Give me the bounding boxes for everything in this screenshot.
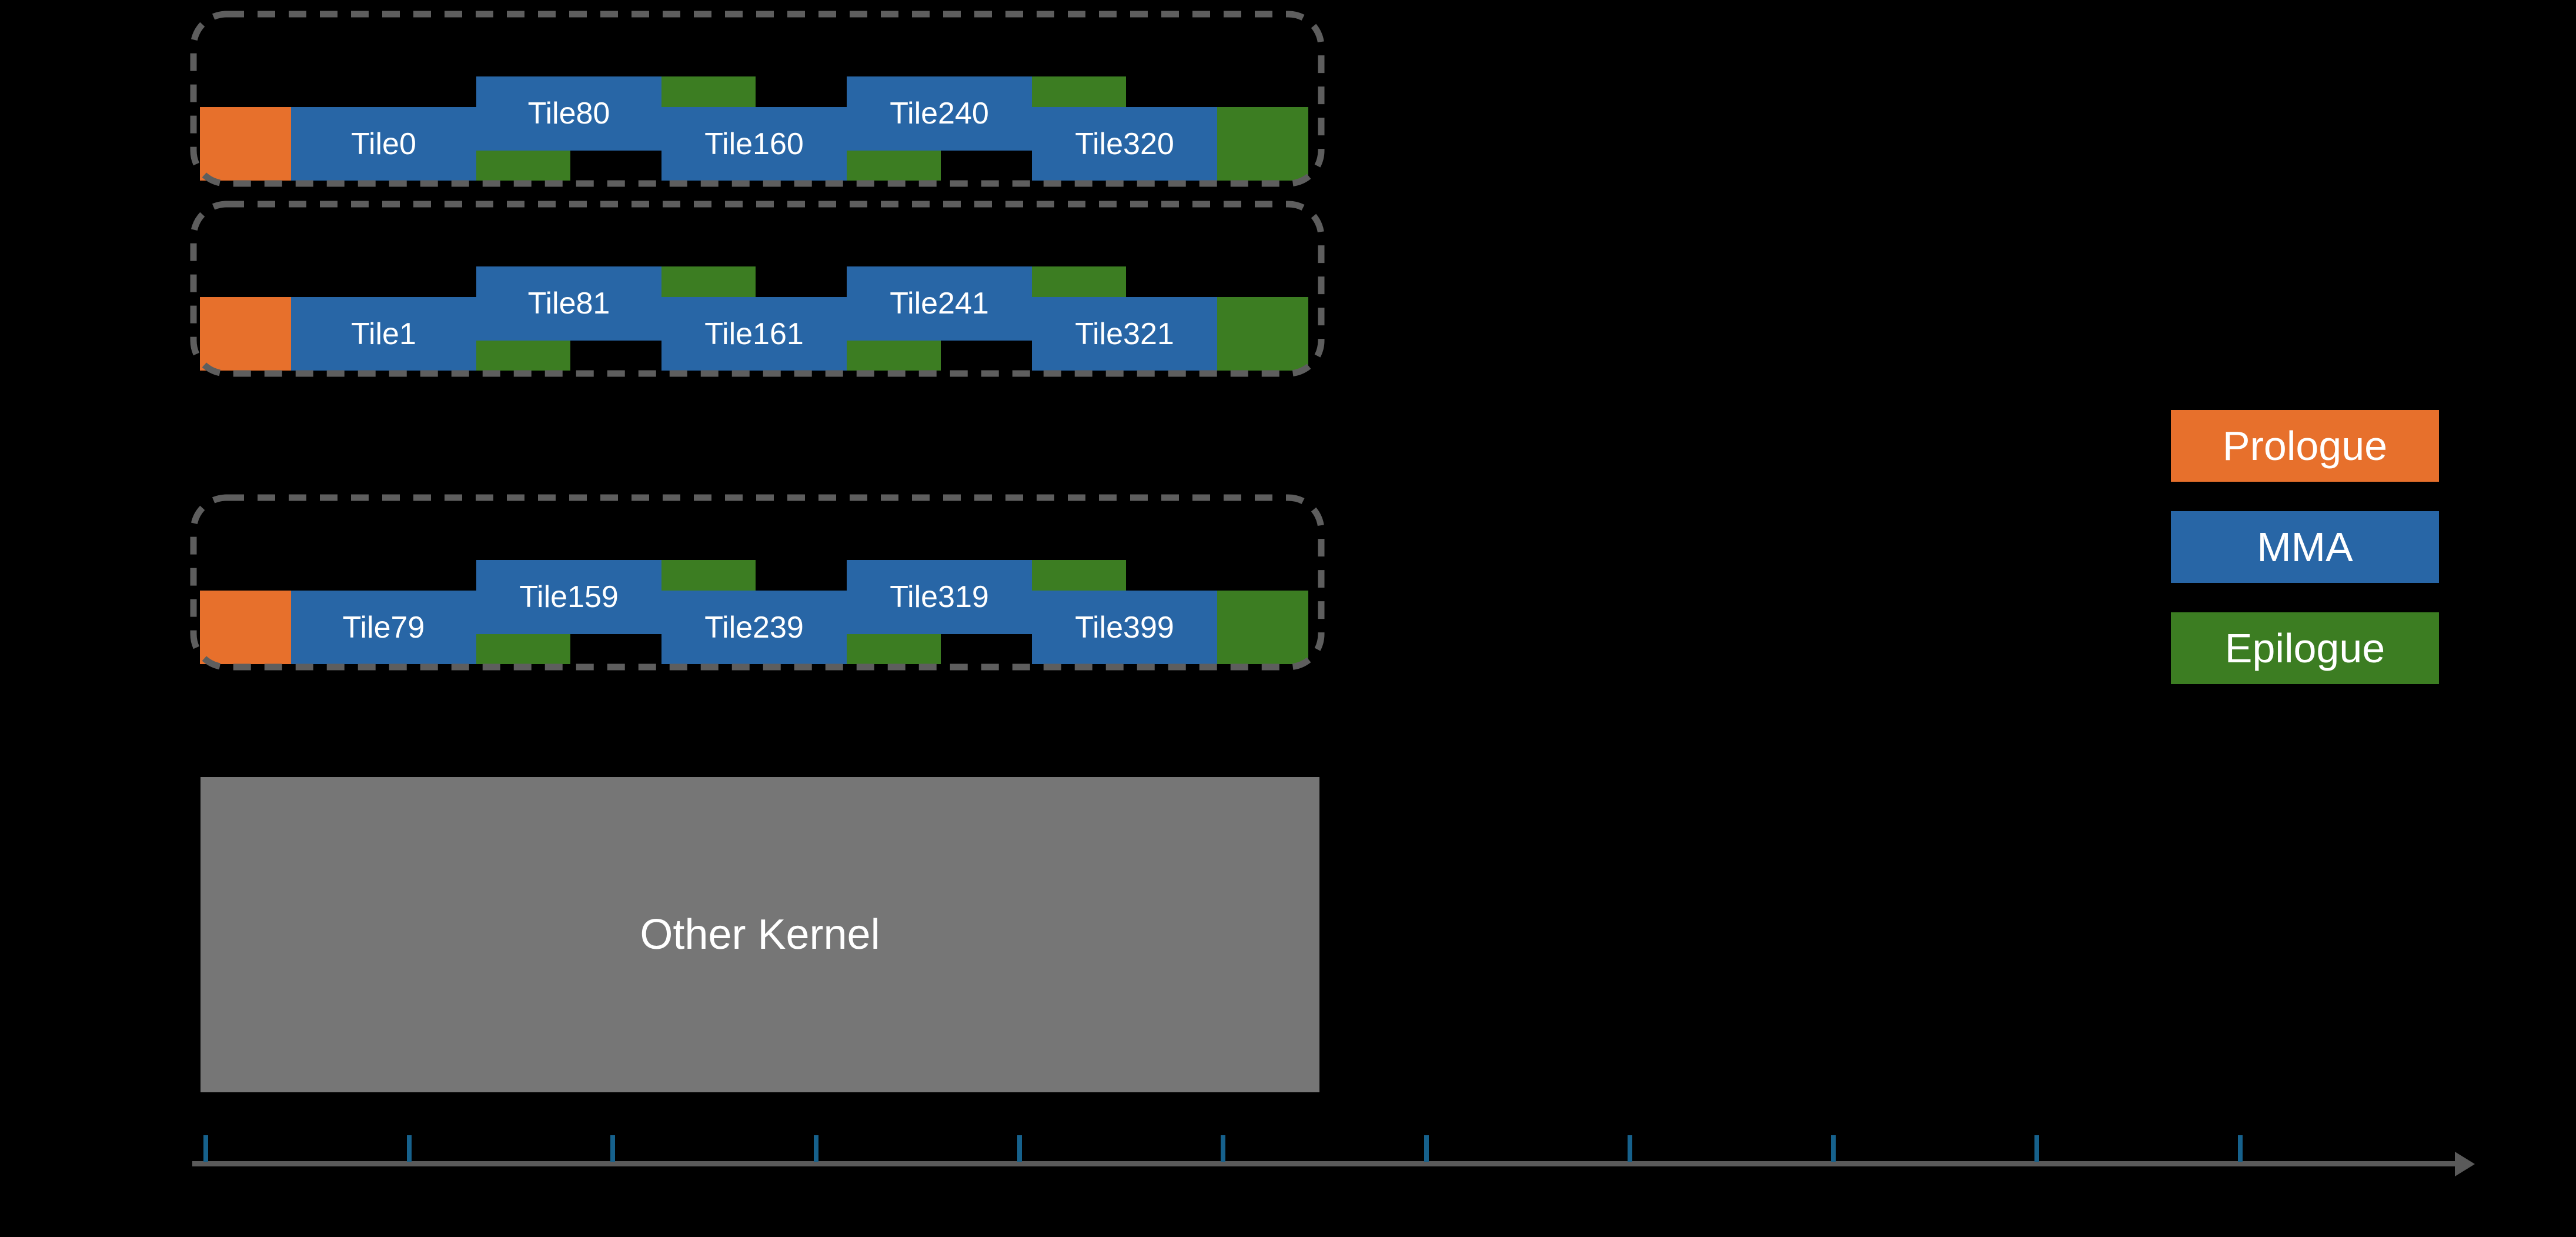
- mma-tile: Tile159: [476, 560, 661, 634]
- tile-label: Tile160: [704, 126, 804, 161]
- time-axis-tick: [1424, 1135, 1429, 1162]
- mma-tile: Tile80: [476, 76, 661, 151]
- time-axis-tick: [1628, 1135, 1632, 1162]
- prologue-block: [200, 297, 291, 371]
- wave-row-3: Tile79 Tile159 Tile239 Tile319 Tile399: [190, 494, 1325, 671]
- epilogue-block: [476, 151, 570, 181]
- tile-label: Tile1: [351, 316, 416, 351]
- tile-label: Tile320: [1075, 126, 1174, 161]
- epilogue-block: [1032, 266, 1126, 297]
- tile-label: Tile159: [519, 580, 619, 614]
- mma-tile: Tile239: [661, 591, 847, 664]
- tile-label: Tile80: [527, 96, 610, 131]
- tile-label: Tile239: [704, 610, 804, 645]
- time-axis-line: [192, 1161, 2455, 1166]
- tile-label: Tile161: [704, 316, 804, 351]
- mma-tile: Tile320: [1032, 107, 1217, 181]
- epilogue-block: [847, 341, 941, 371]
- tile-label: Tile79: [342, 610, 425, 645]
- wave-row-1: Tile0 Tile80 Tile160 Tile240 Tile320: [190, 11, 1325, 187]
- other-kernel-block: Other Kernel: [201, 777, 1319, 1092]
- legend-label: MMA: [2257, 524, 2353, 570]
- time-axis-tick: [2034, 1135, 2039, 1162]
- epilogue-block: [661, 266, 756, 297]
- epilogue-block: [476, 341, 570, 371]
- legend-label: Epilogue: [2224, 625, 2385, 671]
- epilogue-block: [1032, 76, 1126, 107]
- epilogue-block: [847, 634, 941, 664]
- final-epilogue-block: [1217, 591, 1308, 664]
- epilogue-block: [847, 151, 941, 181]
- mma-tile: Tile160: [661, 107, 847, 181]
- mma-tile: Tile321: [1032, 297, 1217, 371]
- time-axis-tick: [610, 1135, 615, 1162]
- tile-label: Tile321: [1075, 316, 1174, 351]
- final-epilogue-block: [1217, 107, 1308, 181]
- mma-tile: Tile79: [291, 591, 476, 664]
- mma-tile: Tile241: [847, 266, 1032, 341]
- time-axis-tick: [1221, 1135, 1225, 1162]
- time-axis-arrowhead: [2455, 1152, 2475, 1176]
- time-axis-tick: [1831, 1135, 1836, 1162]
- time-axis-tick: [1017, 1135, 1022, 1162]
- time-axis-tick: [814, 1135, 818, 1162]
- prologue-block: [200, 591, 291, 664]
- legend-item-epilogue: Epilogue: [2171, 612, 2439, 684]
- mma-tile: Tile1: [291, 297, 476, 371]
- epilogue-block: [661, 76, 756, 107]
- epilogue-block: [661, 560, 756, 591]
- mma-tile: Tile81: [476, 266, 661, 341]
- time-axis-tick: [203, 1135, 208, 1162]
- tile-label: Tile0: [351, 126, 416, 161]
- tile-label: Tile241: [890, 286, 989, 321]
- legend: Prologue MMA Epilogue: [2171, 410, 2439, 713]
- prologue-block: [200, 107, 291, 181]
- mma-tile: Tile161: [661, 297, 847, 371]
- tile-label: Tile81: [527, 286, 610, 321]
- legend-label: Prologue: [2222, 423, 2388, 469]
- tile-label: Tile240: [890, 96, 989, 131]
- legend-item-mma: MMA: [2171, 511, 2439, 583]
- mma-tile: Tile0: [291, 107, 476, 181]
- mma-tile: Tile240: [847, 76, 1032, 151]
- final-epilogue-block: [1217, 297, 1308, 371]
- mma-tile: Tile399: [1032, 591, 1217, 664]
- wave-row-2: Tile1 Tile81 Tile161 Tile241 Tile321: [190, 201, 1325, 377]
- other-kernel-label: Other Kernel: [640, 911, 880, 958]
- legend-item-prologue: Prologue: [2171, 410, 2439, 482]
- epilogue-block: [1032, 560, 1126, 591]
- epilogue-block: [476, 634, 570, 664]
- tile-label: Tile319: [890, 580, 989, 614]
- time-axis-tick: [407, 1135, 412, 1162]
- mma-tile: Tile319: [847, 560, 1032, 634]
- tile-label: Tile399: [1075, 610, 1174, 645]
- time-axis-tick: [2238, 1135, 2243, 1162]
